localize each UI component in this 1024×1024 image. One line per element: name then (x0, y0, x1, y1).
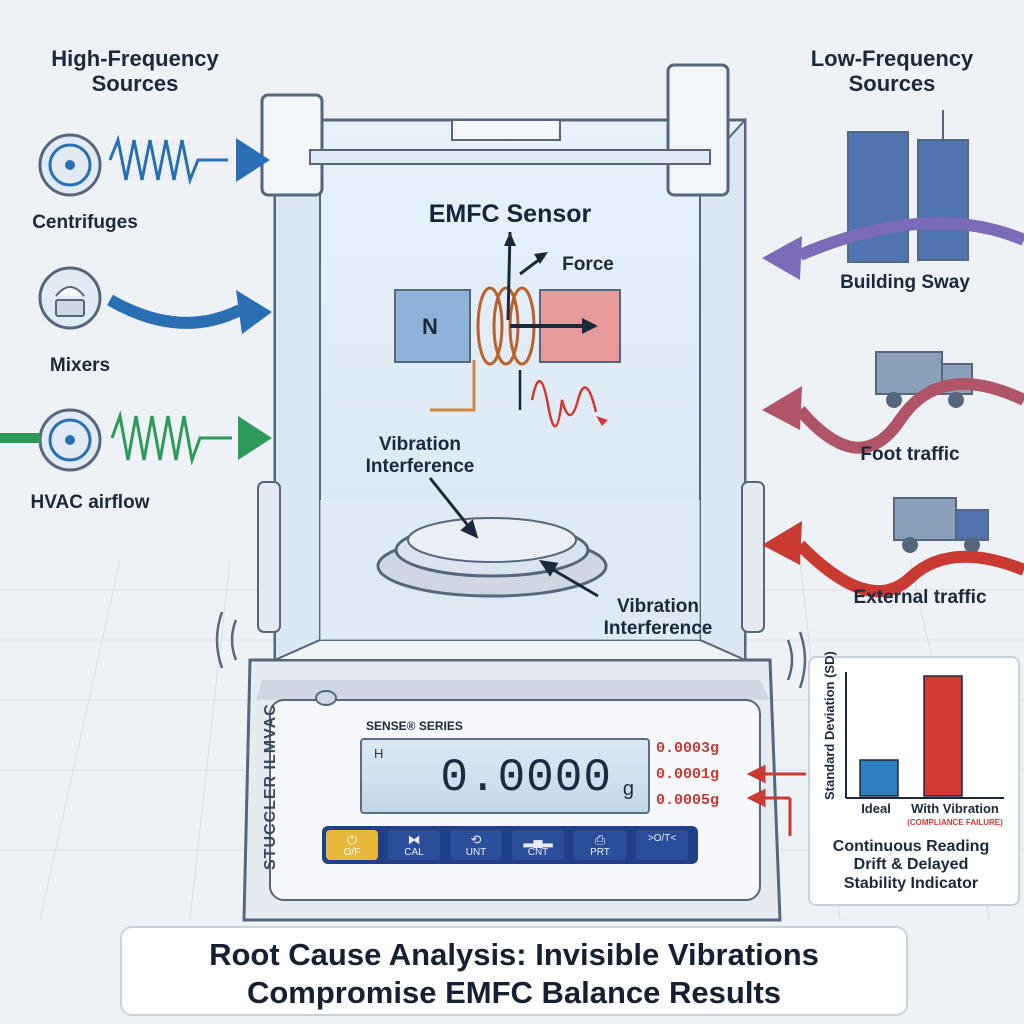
display-mode: H (374, 746, 384, 761)
source-label-external-traffic: External traffic (853, 587, 987, 608)
power-button[interactable]: ⏻ O/F (326, 830, 378, 860)
cal-button[interactable]: ⧓ CAL (388, 830, 440, 860)
balance-keypad: ⏻ O/F ⧓ CAL ⟲ UNT ▂▄▂ CNT ⎙ PRT >O/T< (322, 826, 698, 864)
count-button[interactable]: ▂▄▂ CNT (512, 830, 564, 860)
shake-lines (215, 611, 807, 689)
print-button-label: PRT (590, 847, 610, 858)
drift-description: Continuous Reading Drift & Delayed Stabi… (832, 838, 990, 892)
balance-display: H 0.0000 g (360, 738, 650, 814)
emfc-schematic (394, 231, 621, 428)
sd-chart-panel (808, 656, 1020, 906)
refresh-icon: ⟲ (470, 832, 482, 847)
high-frequency-heading: High-Frequency Sources (51, 46, 219, 97)
force-label: Force (562, 254, 614, 275)
print-icon: ⎙ (594, 832, 606, 847)
unit-button[interactable]: ⟲ UNT (450, 830, 502, 860)
chart-category-vibration: With Vibration (911, 801, 999, 816)
chart-annotation: (COMPLIANCE FAILURE) (907, 818, 1003, 827)
tare-button-label: >O/T< (647, 833, 677, 844)
bar-count-icon: ▂▄▂ (523, 832, 553, 847)
drift-arrows (746, 764, 806, 836)
weighing-pan (376, 517, 608, 598)
left-waves (0, 134, 272, 466)
vibration-interference-upper: Vibration Interference (365, 434, 475, 477)
brand-text: STUCCLER ILMVAC (262, 703, 279, 870)
right-waves (762, 217, 1024, 598)
chart-category-ideal: Ideal (861, 801, 891, 816)
series-label: SENSE® SERIES (366, 719, 463, 733)
tare-button[interactable]: >O/T< (636, 830, 688, 860)
print-button[interactable]: ⎙ PRT (574, 830, 626, 860)
low-frequency-heading: Low-Frequency Sources (810, 46, 974, 97)
source-label-mixers: Mixers (49, 355, 111, 376)
calibrate-icon: ⧓ (407, 832, 421, 847)
count-button-label: CNT (527, 847, 549, 858)
footer-banner: Root Cause Analysis: Invisible Vibration… (120, 926, 908, 1016)
interference-arrows (428, 477, 599, 598)
drift-reading-2: 0.0001g (656, 766, 720, 783)
display-unit: g (622, 778, 634, 800)
source-label-foot-traffic: Foot traffic (860, 444, 960, 465)
source-label-building-sway: Building Sway (840, 272, 970, 293)
cal-button-label: CAL (404, 847, 424, 858)
left-source-icons (38, 133, 102, 472)
power-button-label: O/F (343, 847, 361, 858)
unit-button-label: UNT (465, 847, 487, 858)
drift-reading-1: 0.0003g (656, 740, 720, 757)
drift-reading-3: 0.0005g (656, 792, 720, 809)
right-source-icons (847, 110, 989, 553)
footer-title: Root Cause Analysis: Invisible Vibration… (209, 937, 819, 1010)
chart-y-label: Standard Deviation (SD) (822, 651, 837, 800)
source-label-centrifuges: Centrifuges (32, 212, 138, 233)
magnet-north-label: N (422, 314, 438, 339)
power-icon: ⏻ (346, 832, 358, 847)
source-label-hvac: HVAC airflow (30, 492, 150, 513)
vibration-interference-lower: Vibration Interference (603, 596, 713, 639)
emfc-sensor-title: EMFC Sensor (428, 200, 592, 228)
display-value: 0.0000 (440, 752, 612, 804)
